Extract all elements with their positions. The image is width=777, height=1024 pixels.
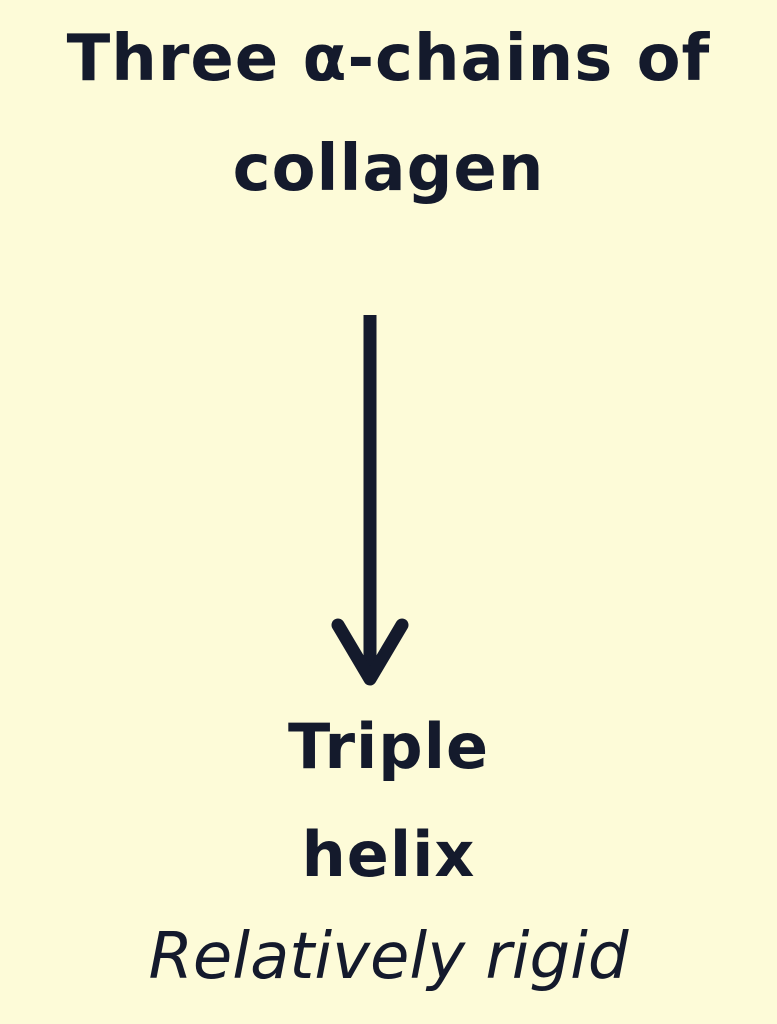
arrow-head [331, 618, 409, 686]
property-label: Relatively rigid [148, 920, 629, 994]
source-label-line-1: Three α-chains of [66, 22, 711, 96]
arrow-down-icon [331, 315, 409, 686]
result-label-line-1: Triple [288, 710, 489, 783]
result-label-line-2: helix [301, 818, 476, 891]
source-label-line-2: collagen [232, 132, 545, 206]
